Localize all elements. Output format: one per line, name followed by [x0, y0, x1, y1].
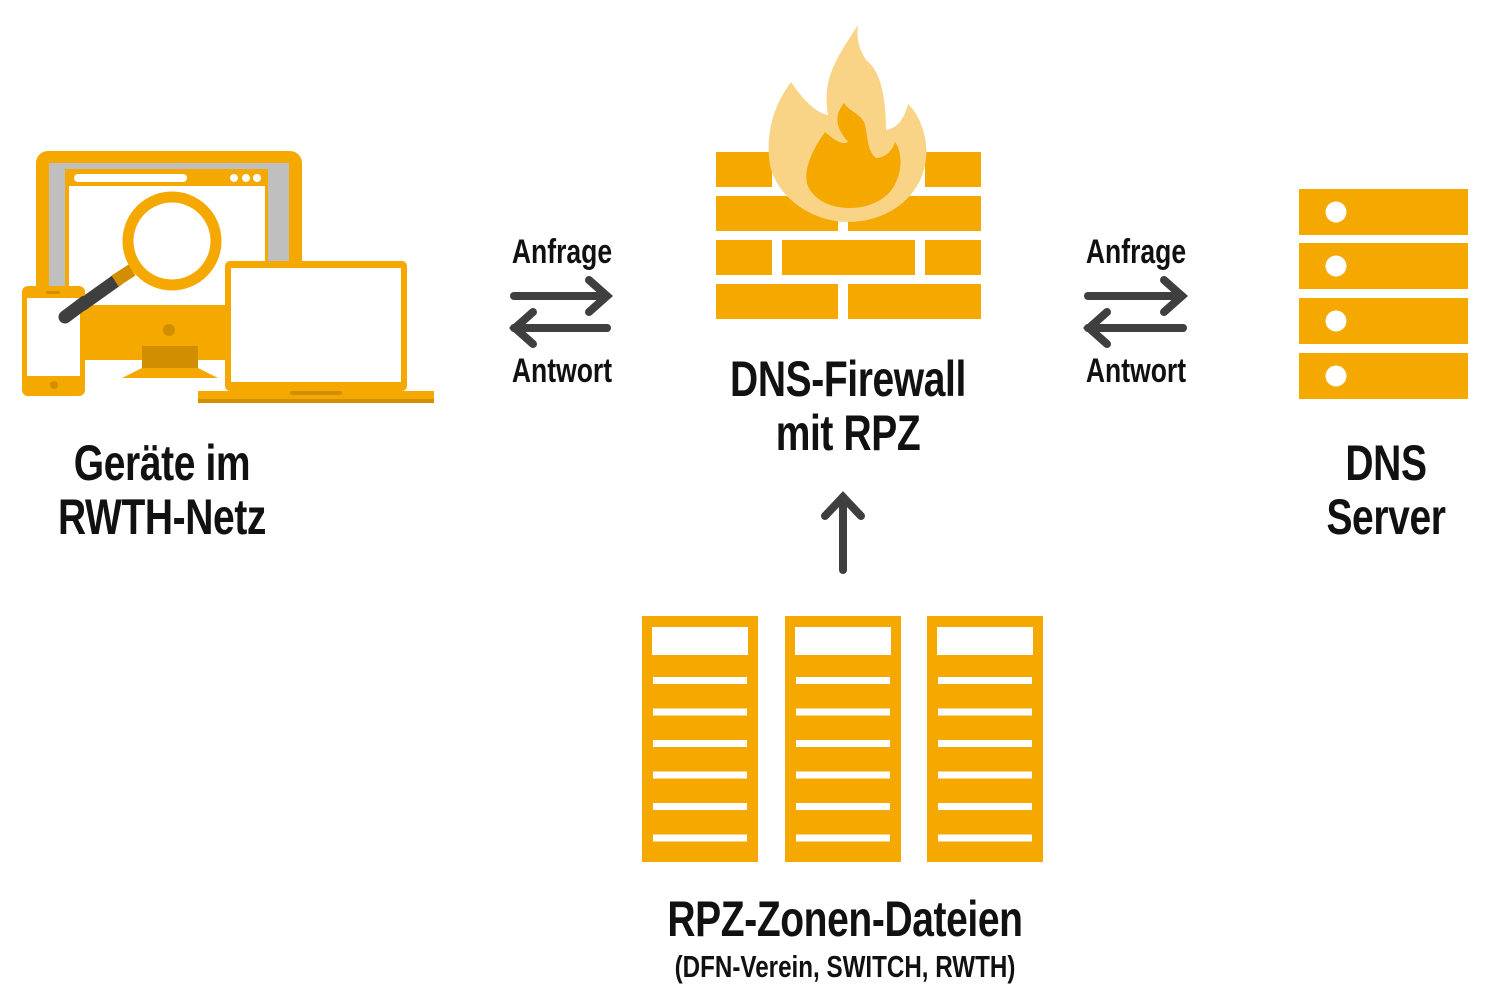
left-request-label: Anfrage — [511, 233, 613, 271]
zone-file-2 — [785, 616, 901, 862]
firewall-label-line2: mit RPZ — [775, 405, 921, 461]
right-response-label: Antwort — [1085, 352, 1187, 390]
right-request-label: Anfrage — [1085, 233, 1187, 271]
zone-file-line — [653, 740, 747, 747]
zone-file-line — [653, 771, 747, 779]
zone-file-line — [796, 740, 890, 747]
zone-file-line — [653, 677, 747, 684]
zone-file-1 — [642, 616, 758, 862]
devices-label: Geräte im RWTH-Netz — [53, 436, 271, 544]
zone-file-line — [938, 708, 1032, 716]
rpz-files-label: RPZ-Zonen-Dateien — [623, 892, 1068, 946]
zone-file-line — [938, 803, 1032, 810]
response-arrow-left-icon — [508, 308, 611, 348]
zone-file-line — [796, 803, 890, 810]
zone-file-line — [796, 771, 890, 779]
zone-file-line — [938, 677, 1032, 684]
zone-file-line — [938, 740, 1032, 747]
rpz-files-label-line1: RPZ-Zonen-Dateien — [667, 891, 1023, 947]
request-arrow-right-icon — [510, 276, 614, 316]
zone-file-line — [796, 677, 890, 684]
zone-file-line — [938, 771, 1032, 779]
firewall-label: DNS-Firewall mit RPZ — [725, 352, 971, 460]
request-arrow-right-icon — [1084, 276, 1189, 316]
zone-file-line — [653, 834, 747, 842]
dns-server-label-line1: DNS — [1345, 435, 1427, 491]
zone-file-3 — [927, 616, 1043, 862]
response-arrow-left-icon — [1082, 308, 1187, 348]
zone-file-line — [796, 834, 890, 842]
dns-server-label-line2: Server — [1326, 489, 1446, 545]
zone-file-line — [796, 708, 890, 716]
zone-file-line — [653, 708, 747, 716]
firewall-label-line1: DNS-Firewall — [730, 351, 966, 407]
devices-label-line1: Geräte im — [73, 435, 251, 491]
dns-server-label: DNS Server — [1278, 436, 1493, 544]
brick-wall-icon — [716, 152, 981, 319]
rpz-files-sublabel: (DFN-Verein, SWITCH, RWTH) — [674, 949, 1016, 984]
devices-label-line2: RWTH-Netz — [57, 489, 267, 545]
left-response-label: Antwort — [511, 352, 613, 390]
zone-file-line — [653, 803, 747, 810]
zone-file-line — [938, 834, 1032, 842]
